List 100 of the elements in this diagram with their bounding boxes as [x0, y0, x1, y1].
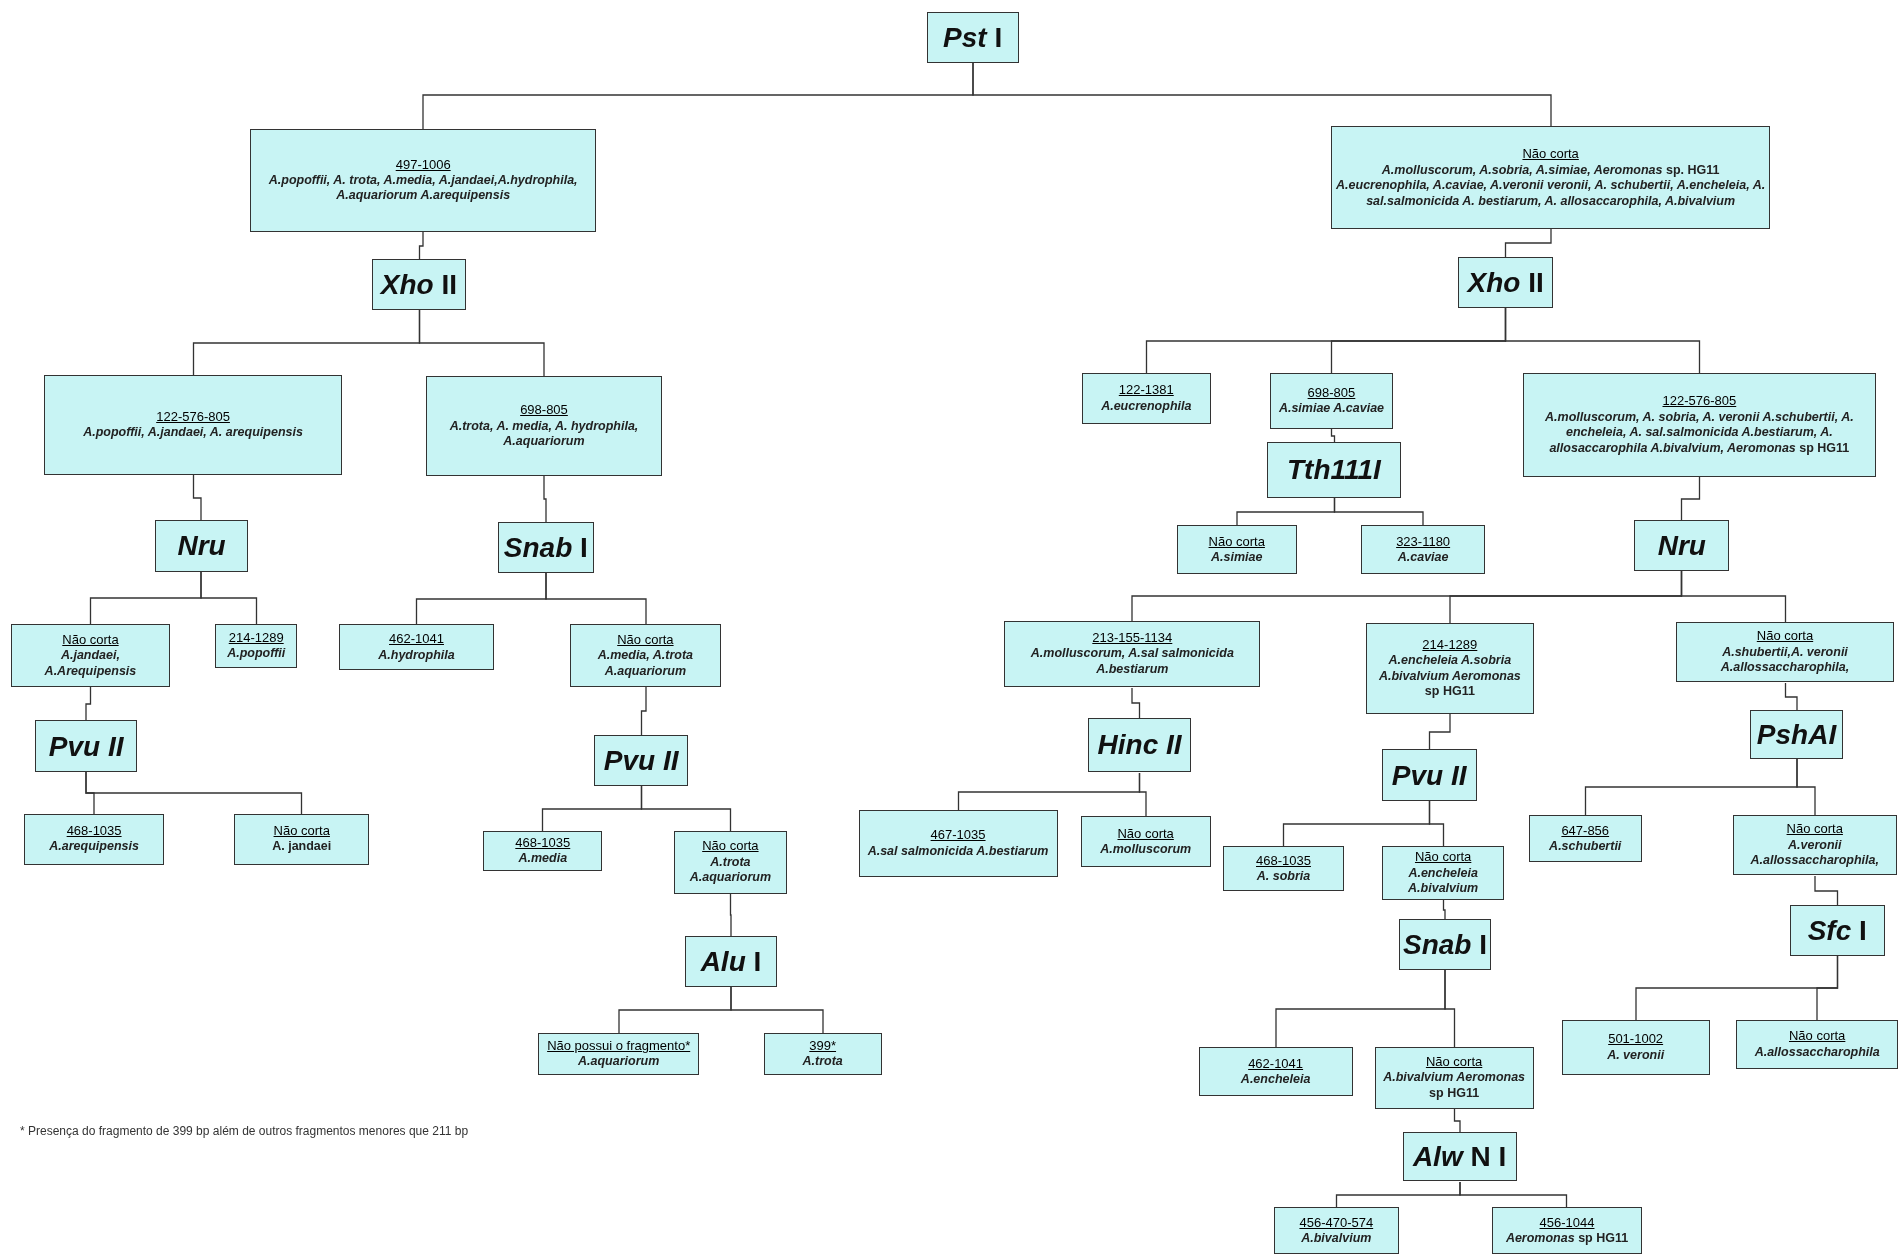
fragment-box [426, 376, 662, 476]
fragment-sizes: Não corta [617, 631, 674, 649]
enzyme-box [497, 522, 594, 574]
fragment-sizes: Não corta [273, 823, 330, 840]
species-list: A.hydrophila [378, 647, 455, 664]
fragment-sizes: 698-805 [1307, 384, 1356, 401]
connector-line [730, 986, 824, 1034]
species-list: A.trota [802, 1054, 843, 1070]
fragment-box [214, 624, 298, 668]
fragment-sizes: Não corta [1425, 1053, 1483, 1071]
fragment-sizes: 456-1044 [1539, 1214, 1595, 1231]
fragment-sizes: Não corta [1414, 849, 1472, 866]
fragment-sizes: Não corta [702, 838, 759, 855]
connector-line [1138, 772, 1147, 817]
fragment-sizes: 501-1002 [1608, 1031, 1664, 1048]
connector-line [543, 475, 547, 523]
fragment-sizes: 468-1035 [66, 823, 122, 840]
fragment-box [537, 1033, 700, 1075]
enzyme-name: Pvu II [603, 743, 679, 778]
species-list: A.simiae [1211, 549, 1263, 566]
enzyme-box [35, 720, 138, 773]
enzyme-box [1789, 904, 1885, 956]
species-list: A.bivalvium [1301, 1231, 1372, 1247]
connector-line [85, 686, 92, 721]
species-list: A.popoffii, A.jandaei, A. arequipensis [83, 425, 303, 441]
fragment-box [1675, 621, 1895, 683]
fragment-sizes: 214-1289 [1422, 636, 1478, 654]
connector-line [1453, 1108, 1461, 1133]
connector-line [1814, 875, 1839, 906]
species-list: A. jandaei [272, 839, 332, 855]
connector-line [85, 771, 303, 815]
species-list: A.jandaei, A.Arequipensis [15, 648, 165, 680]
enzyme-box [684, 936, 778, 988]
species-list: Aeromonas sp HG11 [1505, 1231, 1629, 1247]
enzyme-name: Snab I [1402, 928, 1487, 963]
species-list: A.bivalvium Aeromonas sp HG11 [1379, 1070, 1529, 1102]
fragment-sizes: 647-856 [1561, 822, 1610, 839]
species-list: A.popoffii, A. trota, A.media, A.jandaei,A.hydrophila, A.aquariorum A.arequipensis [255, 172, 592, 205]
fragment-box [1330, 126, 1771, 230]
fragment-box [569, 624, 722, 688]
fragment-box [1081, 372, 1211, 424]
enzyme-name: Pst I [943, 21, 1003, 56]
fragment-box [483, 830, 603, 871]
fragment-box [1736, 1020, 1898, 1069]
connector-line [1796, 758, 1816, 816]
connector-line [1504, 307, 1701, 374]
enzyme-box [155, 519, 248, 572]
fragment-sizes: Não corta [1789, 1028, 1846, 1045]
species-list: A.media, A.trota A.aquariorum [574, 648, 717, 680]
fragment-sizes: 467-1035 [930, 827, 986, 844]
species-list: A.shubertii,A. veronii A.allossaccharophila, [1680, 644, 1890, 676]
species-list: A.molluscorum [1100, 841, 1192, 858]
connector-line [1444, 969, 1456, 1048]
species-list: A.schubertii [1549, 838, 1622, 855]
fragment-box [1270, 372, 1393, 429]
connector-line [1784, 682, 1798, 711]
connector-line [1428, 713, 1451, 750]
fragment-box [1732, 814, 1897, 876]
species-list: A.trota A.aquariorum [678, 854, 782, 886]
fragment-box [1561, 1020, 1710, 1075]
connector-line [1504, 228, 1552, 258]
enzyme-name: Alw N I [1412, 1140, 1507, 1175]
enzyme-box [926, 12, 1019, 64]
fragment-box [858, 809, 1058, 877]
connector-line [1680, 570, 1787, 623]
fragment-sizes: Não corta [1786, 821, 1843, 838]
enzyme-box [1266, 442, 1402, 498]
fragment-box [1528, 814, 1642, 863]
fragment-sizes: 323-1180 [1396, 533, 1451, 550]
enzyme-name: Alu I [700, 945, 762, 980]
fragment-box [338, 624, 495, 671]
enzyme-box [1749, 710, 1844, 759]
fragment-sizes: 462-1041 [1248, 1055, 1304, 1072]
connector-line [418, 309, 545, 377]
fragment-box [1522, 372, 1877, 478]
species-list: A.arequipensis [49, 839, 139, 855]
fragment-sizes: Não corta [1208, 533, 1265, 550]
fragment-box [43, 375, 343, 475]
species-list: A. sobria [1256, 869, 1311, 885]
connector-line [1330, 428, 1336, 443]
enzyme-name: Nru [1657, 528, 1706, 563]
fragment-box [1361, 524, 1486, 575]
connector-line [192, 474, 202, 521]
connector-line [1428, 800, 1445, 847]
fragment-sizes: 214-1289 [228, 630, 284, 647]
connector-line [1131, 687, 1141, 719]
connector-line [1816, 955, 1839, 1021]
fragment-box [24, 813, 164, 865]
enzyme-box [371, 258, 467, 310]
fragment-box [673, 830, 787, 894]
fragment-box [1273, 1207, 1399, 1254]
connector-line [1459, 1181, 1568, 1208]
fragment-box [763, 1033, 882, 1075]
fragment-sizes: 468-1035 [1256, 852, 1311, 870]
enzyme-name: Sfc I [1807, 913, 1867, 948]
enzyme-box [1402, 1131, 1517, 1182]
fragment-box [1176, 524, 1297, 575]
fragment-sizes: Não corta [1756, 628, 1814, 645]
species-list: A.allossaccharophila [1754, 1044, 1880, 1061]
footnote: * Presença do fragmento de 399 bp além de outros fragmentos menores que 211 bp [20, 1123, 469, 1140]
